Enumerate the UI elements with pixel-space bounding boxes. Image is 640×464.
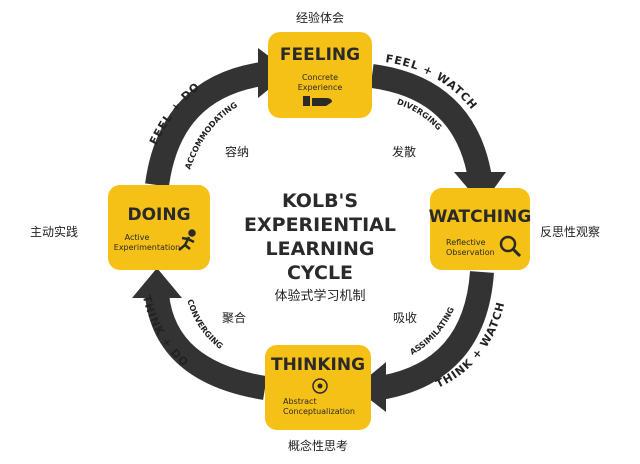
cn-accommodating: 容纳 [225, 144, 249, 159]
stage-subtitle: Conceptualization [283, 407, 355, 416]
stage-cn-label: 主动实践 [30, 224, 78, 239]
center-subtitle-cn: 体验式学习机制 [274, 288, 365, 304]
cn-converging: 聚合 [222, 310, 246, 325]
stage-subtitle: Concrete [302, 73, 338, 82]
stage-thinking: 概念性思考 THINKING Abstract Conceptualizatio… [265, 345, 371, 453]
stage-subtitle: Observation [446, 248, 495, 257]
stage-title: DOING [127, 205, 190, 225]
arrow-feel-watch [370, 64, 506, 205]
stage-box [430, 188, 530, 270]
stage-box [268, 32, 372, 118]
stage-feeling: 经验体会 FEELING Concrete Experience [268, 10, 372, 118]
cn-diverging: 发散 [392, 144, 416, 159]
cn-assimilating: 吸收 [393, 311, 417, 325]
stage-watching: 反思性观察 WATCHING Reflective Observation [429, 188, 600, 270]
brain-head-icon [312, 378, 328, 394]
stage-subtitle: Experimentation [114, 243, 180, 252]
stage-subtitle: Abstract [283, 397, 317, 406]
stage-cn-label: 经验体会 [296, 10, 344, 25]
arrow-watch-think [355, 270, 494, 412]
stage-cn-label: 概念性思考 [288, 438, 348, 453]
center-title-line: CYCLE [287, 262, 353, 284]
stage-doing: 主动实践 DOING Active Experimentation [30, 185, 210, 270]
center-title-line: EXPERIENTIAL [244, 214, 396, 236]
center-title-line: LEARNING [266, 238, 375, 260]
stage-subtitle: Reflective [446, 238, 486, 247]
stage-cn-label: 反思性观察 [540, 225, 600, 239]
hand-icon [303, 96, 332, 106]
stage-title: WATCHING [429, 207, 532, 227]
running-person-icon [178, 229, 196, 251]
arc-label-converging: CONVERGING [185, 298, 224, 351]
stage-box [108, 185, 210, 270]
stage-title: THINKING [271, 355, 365, 375]
magnifier-icon [499, 235, 522, 258]
stage-title: FEELING [280, 45, 360, 65]
center-title: KOLB'S EXPERIENTIAL LEARNING CYCLE 体验式学习… [244, 190, 396, 304]
arrow-think-do [132, 268, 268, 400]
center-title-line: KOLB'S [282, 190, 358, 212]
stage-subtitle: Active [125, 233, 150, 242]
stage-subtitle: Experience [298, 83, 343, 92]
